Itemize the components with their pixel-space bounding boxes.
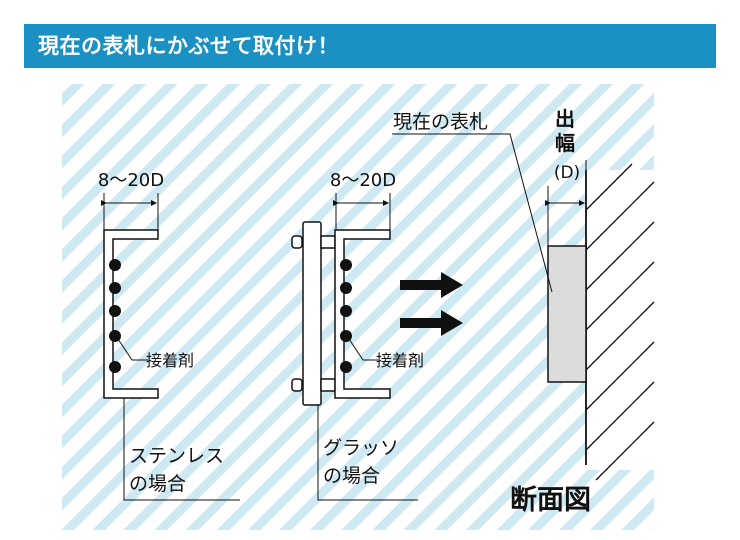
protrusion-label-line2: 幅 bbox=[555, 131, 575, 155]
stainless-section: 8～20D 接着剤 ステンレス の場合 bbox=[98, 170, 240, 501]
stainless-caption-line2: の場合 bbox=[129, 473, 186, 495]
glass-adhesive-label: 接着剤 bbox=[376, 351, 424, 370]
current-nameplate bbox=[547, 245, 587, 383]
protrusion-label-line3: (D) bbox=[554, 163, 580, 183]
glass-section: 8～20D 接着剤 グラッソ の場合 bbox=[291, 170, 424, 501]
stainless-channel bbox=[103, 229, 159, 399]
glass-caption-leader bbox=[317, 405, 418, 501]
glass-caption-line1: グラッソ bbox=[323, 437, 399, 459]
glass-width-label: 8～20D bbox=[330, 170, 396, 191]
wall-hatching bbox=[585, 163, 655, 481]
glass-adhesive-leader bbox=[346, 335, 378, 361]
glass-channel bbox=[334, 229, 391, 399]
stainless-adhesive-leader bbox=[115, 335, 148, 361]
stainless-adhesive-label: 接着剤 bbox=[146, 351, 194, 370]
title-banner: 現在の表札にかぶせて取付け！ bbox=[24, 24, 716, 68]
glass-bolts bbox=[291, 235, 336, 392]
glass-caption-line2: の場合 bbox=[323, 465, 380, 487]
cross-section: 出 幅 (D) 現在の表札 断面図 bbox=[392, 107, 655, 516]
wall-background bbox=[586, 170, 654, 470]
glass-adhesive-dots bbox=[340, 259, 352, 373]
arrow-lower bbox=[400, 310, 463, 336]
stainless-width-label: 8～20D bbox=[98, 170, 164, 191]
glass-panel bbox=[302, 221, 322, 406]
direction-arrows bbox=[400, 272, 463, 336]
protrusion-label-line1: 出 bbox=[555, 107, 575, 131]
stainless-caption-line1: ステンレス bbox=[129, 445, 224, 467]
arrow-upper bbox=[400, 272, 463, 298]
nameplate-leader bbox=[392, 133, 553, 293]
banner-title: 現在の表札にかぶせて取付け！ bbox=[38, 34, 339, 58]
nameplate-label: 現在の表札 bbox=[393, 111, 488, 133]
section-title: 断面図 bbox=[510, 485, 591, 516]
stainless-caption-leader bbox=[123, 398, 240, 501]
